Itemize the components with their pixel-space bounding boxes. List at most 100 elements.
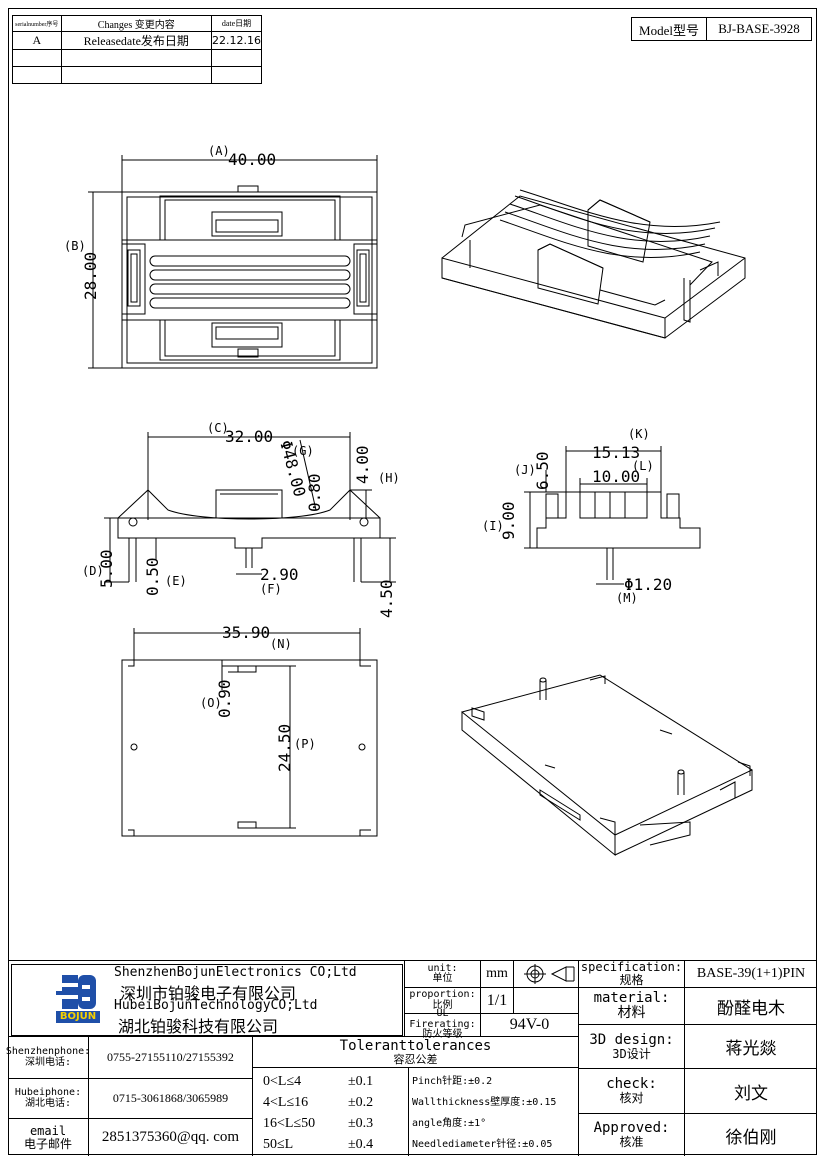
material-label: material:	[593, 990, 670, 1007]
projection-symbol	[514, 961, 578, 987]
dim-C-value: 32.00	[225, 427, 273, 446]
design-value: 蒋光燚	[725, 1039, 777, 1058]
sz-phone-label-cell: Shenzhenphone: 深圳电话:	[5, 1037, 91, 1078]
dim-J-label: (J)	[514, 463, 536, 477]
company-cn-1: 深圳市铂骏电子有限公司	[120, 986, 297, 1003]
unit-label-cell: unit: 单位	[405, 961, 480, 987]
tolerance-note: Needlediameter针径:±0.05	[412, 1139, 553, 1150]
tolerance-row: 4<L≤16 ±0.2	[263, 1092, 403, 1113]
model-box: Model型号 BJ-BASE-3928	[631, 17, 812, 41]
dim-F-label: (F)	[260, 582, 282, 596]
tolerance-list: 0<L≤4 ±0.1 4<L≤16 ±0.2 16<L≤50 ±0.3 50≤L…	[263, 1071, 403, 1155]
dim-N-value: 35.90	[222, 623, 270, 642]
email-label: email	[29, 1123, 67, 1138]
dim-K-value: 15.13	[592, 443, 640, 462]
sz-phone-value: 0755-27155110/27155392	[107, 1050, 234, 1064]
approved-label: Approved:	[593, 1120, 670, 1137]
dim-E-value: 0.50	[143, 557, 162, 596]
dim-F-value: 2.90	[260, 565, 299, 584]
proportion-label: proportion:	[409, 989, 476, 1000]
dim-L-label: (L)	[632, 459, 654, 473]
company-box	[11, 964, 403, 1036]
material-label-cell: material: 材料	[579, 988, 684, 1024]
ul-label-cell: UL Firerating: 防火等级	[405, 1009, 480, 1040]
tolerance-note: Pinch针距:±0.2	[412, 1076, 493, 1087]
company-en-1: ShenzhenBojunElectronics CO;Ltd	[114, 965, 357, 980]
tolerance-value: ±0.4	[348, 1136, 374, 1152]
dim-A-label: (A)	[208, 144, 230, 158]
design-label-cn: 3D设计	[612, 1046, 651, 1061]
company-en-2: HubeiBojunTechnologyCO;Ltd	[114, 998, 318, 1013]
check-value: 刘文	[734, 1083, 768, 1103]
unit-label: unit:	[427, 962, 458, 974]
proportion-value: 1/1	[486, 991, 508, 1009]
tolerance-notes: Pinch针距:±0.2 Wallthickness壁厚度:±0.15 angl…	[412, 1071, 576, 1155]
spec-label-cn: 规格	[619, 973, 644, 987]
dim-H-value: 4.00	[353, 445, 372, 484]
tolerance-range: 50≤L	[263, 1136, 294, 1152]
dim-M-label: (M)	[616, 591, 638, 605]
tolerance-range: 16<L≤50	[263, 1115, 316, 1131]
hb-phone-value: 0715-3061868/3065989	[112, 1091, 229, 1105]
dim-O-value: 0.90	[215, 679, 234, 718]
sz-phone-label: Shenzhenphone:	[5, 1046, 91, 1057]
spec-label: specification:	[580, 960, 683, 975]
dim-H-label: (H)	[378, 471, 400, 485]
isometric-bottom-drawing	[460, 674, 754, 857]
dim-P45-value: 4.50	[377, 579, 396, 618]
check-label: check:	[606, 1076, 657, 1093]
bottom-view-drawing	[121, 628, 378, 837]
tolerance-range: 0<L≤4	[263, 1073, 302, 1089]
sz-phone-label-cn: 深圳电话:	[24, 1056, 72, 1068]
dim-P-label: (P)	[294, 737, 316, 751]
unit-label-cn: 单位	[432, 973, 453, 984]
dim-C-label: (C)	[207, 421, 229, 435]
tolerance-title: Toleranttolerances	[339, 1037, 492, 1054]
email-value: 2851375360@qq. com	[101, 1129, 240, 1145]
dim-B-value: 28.00	[81, 252, 100, 300]
dim-K-label: (K)	[628, 427, 650, 441]
isometric-top-drawing	[441, 189, 746, 339]
proportion-label-cell: proportion: 比例	[405, 988, 480, 1013]
spec-label-cell: specification: 规格	[579, 961, 684, 987]
hb-phone-label-cn: 湖北电话:	[24, 1097, 72, 1109]
email-label-cn: 电子邮件	[23, 1136, 72, 1151]
dim-G2-value: 0.80	[305, 473, 324, 512]
company-logo: BOJUN	[54, 973, 102, 1025]
model-label: Model型号	[631, 17, 707, 41]
title-block: BOJUN ShenzhenBojunElectronics CO;Ltd 深圳…	[5, 960, 817, 1156]
ul-label-cn: 防火等级	[422, 1029, 463, 1041]
tolerance-note: angle角度:±1°	[412, 1118, 487, 1129]
dim-O-label: (O)	[200, 696, 222, 710]
tolerance-header: Toleranttolerances 容忍公差	[253, 1037, 578, 1067]
hb-phone-label: Hubeiphone:	[14, 1087, 82, 1098]
tolerance-value: ±0.2	[348, 1094, 374, 1110]
dim-D-label: (D)	[82, 564, 104, 578]
design-label: 3D design:	[589, 1031, 674, 1048]
rev-cell	[211, 66, 262, 84]
dim-M-value: Φ1.20	[624, 575, 672, 594]
company-cn-2: 湖北铂骏科技有限公司	[118, 1019, 279, 1036]
tolerance-row: 16<L≤50 ±0.3	[263, 1113, 403, 1134]
tolerance-value: ±0.3	[348, 1115, 374, 1131]
dim-N-label: (N)	[270, 637, 292, 651]
dim-G-label: (G)	[292, 444, 314, 458]
design-label-cell: 3D design: 3D设计	[579, 1025, 684, 1068]
top-view-drawing	[88, 155, 378, 369]
approved-label-cell: Approved: 核准	[579, 1114, 684, 1156]
email-label-cell: email 电子邮件	[8, 1119, 88, 1156]
bojun-logo-icon	[56, 975, 100, 1023]
model-value: BJ-BASE-3928	[706, 17, 812, 41]
hb-phone-label-cell: Hubeiphone: 湖北电话:	[8, 1079, 88, 1118]
dim-D-value: 5.00	[97, 549, 116, 588]
revision-table: serialnumber序号 Changes 变更内容 date日期 A Rel…	[12, 15, 262, 84]
material-label-cn: 材料	[617, 1005, 646, 1021]
spec-value: BASE-39(1+1)PIN	[696, 966, 806, 981]
dim-J-value: 6.50	[533, 451, 552, 490]
approved-label-cn: 核准	[619, 1135, 644, 1150]
tolerance-row: 0<L≤4 ±0.1	[263, 1071, 403, 1092]
dim-B-label: (B)	[64, 239, 86, 253]
dim-L-value: 10.00	[592, 467, 640, 486]
ul-value: 94V-0	[509, 1016, 550, 1033]
check-label-cell: check: 核对	[579, 1069, 684, 1113]
